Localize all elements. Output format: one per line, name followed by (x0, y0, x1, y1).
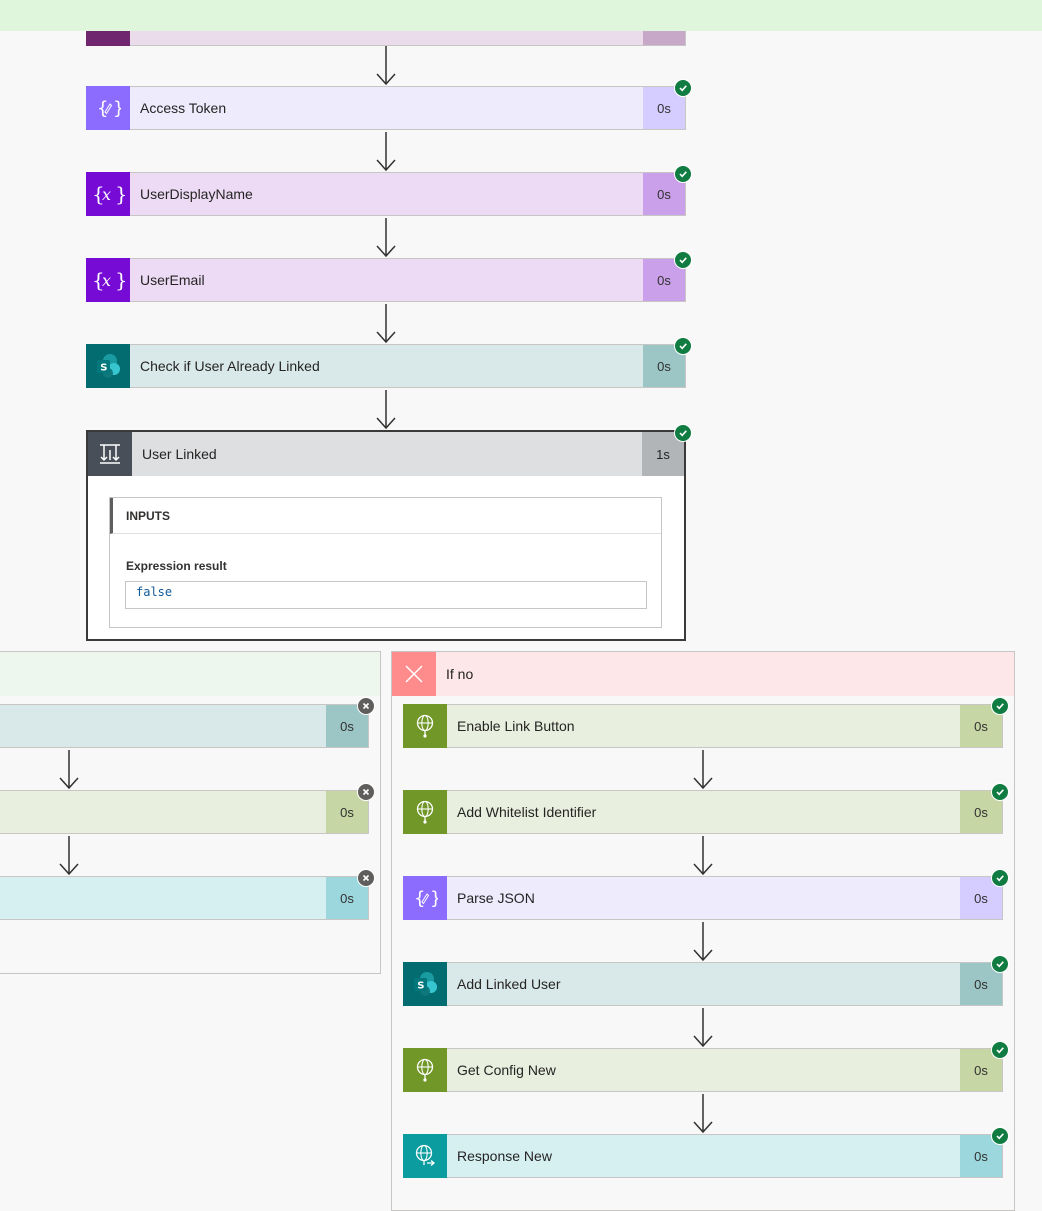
step-title: Get Config New (447, 1049, 960, 1091)
success-check-icon (991, 783, 1009, 801)
step-title: Add Whitelist Identifier (447, 791, 960, 833)
condition-user-linked[interactable]: User Linked 1s INPUTS Expression result … (86, 430, 686, 641)
step-enable-link-button[interactable]: Enable Link Button 0s (403, 704, 1003, 748)
step-access-token[interactable]: {} Access Token 0s (86, 86, 686, 130)
step-add-whitelist-identifier[interactable]: Add Whitelist Identifier 0s (403, 790, 1003, 834)
connector-arrow (374, 304, 398, 344)
svg-text:{: { (92, 182, 105, 206)
step-check-user-linked[interactable]: S Check if User Already Linked 0s (86, 344, 686, 388)
parse-json-icon: {} (403, 876, 447, 920)
http-globe-icon (403, 790, 447, 834)
step-title (0, 705, 326, 747)
svg-text:}: } (115, 268, 125, 292)
success-check-icon (674, 251, 692, 269)
parse-json-icon: {} (86, 86, 130, 130)
step-duration: 0s (960, 963, 1002, 1005)
svg-text:}: } (113, 98, 121, 119)
svg-text:{: { (97, 98, 108, 119)
step-add-linked-user[interactable]: S Add Linked User 0s (403, 962, 1003, 1006)
inputs-heading: INPUTS (110, 498, 661, 534)
connector-arrow (691, 922, 715, 962)
success-check-icon (991, 1041, 1009, 1059)
step-title: Parse JSON (447, 877, 960, 919)
expression-result-label: Expression result (126, 559, 227, 573)
svg-text:}: } (115, 182, 125, 206)
step-title: Check if User Already Linked (130, 345, 643, 387)
branch-if-yes-header[interactable] (0, 652, 380, 696)
svg-text:x: x (102, 185, 111, 204)
variable-icon: {x} (86, 172, 130, 216)
connector-arrow (691, 750, 715, 790)
step-duration: 0s (326, 705, 368, 747)
success-check-icon (991, 697, 1009, 715)
success-check-icon (991, 955, 1009, 973)
sharepoint-icon: S (86, 344, 130, 388)
expression-result-value: false (125, 581, 647, 609)
success-check-icon (674, 165, 692, 183)
step-title: UserDisplayName (130, 173, 643, 215)
step-user-display-name[interactable]: {x} UserDisplayName 0s (86, 172, 686, 216)
step-title (0, 877, 326, 919)
step-response-new[interactable]: Response New 0s (403, 1134, 1003, 1178)
variable-icon: {x} (86, 258, 130, 302)
connector-arrow (691, 836, 715, 876)
svg-text:{: { (92, 268, 105, 292)
condition-icon (88, 432, 132, 476)
step-yes-2[interactable]: 0s (0, 790, 369, 834)
connector-arrow (57, 750, 81, 790)
svg-text:{: { (414, 888, 425, 909)
step-title: Access Token (130, 87, 643, 129)
step-parse-json[interactable]: {} Parse JSON 0s (403, 876, 1003, 920)
skipped-x-icon (357, 697, 375, 715)
branch-title: If no (446, 666, 474, 682)
svg-text:S: S (417, 981, 424, 992)
condition-title: User Linked (142, 446, 217, 462)
svg-text:}: } (430, 888, 438, 909)
sharepoint-icon: S (403, 962, 447, 1006)
success-check-icon (674, 337, 692, 355)
skipped-x-icon (357, 783, 375, 801)
http-globe-icon (403, 704, 447, 748)
svg-text:S: S (100, 363, 107, 374)
step-yes-1[interactable]: 0s (0, 704, 369, 748)
connector-arrow (691, 1094, 715, 1134)
step-title (0, 791, 326, 833)
connector-arrow (374, 390, 398, 430)
success-check-icon (674, 424, 692, 442)
step-duration: 0s (960, 1049, 1002, 1091)
branch-if-no-header[interactable]: If no (392, 652, 1014, 696)
success-check-icon (674, 79, 692, 97)
run-status-banner-overlay (0, 0, 1042, 31)
step-title: UserEmail (130, 259, 643, 301)
skipped-x-icon (357, 869, 375, 887)
step-get-config-new[interactable]: Get Config New 0s (403, 1048, 1003, 1092)
http-globe-icon (403, 1048, 447, 1092)
connector-arrow (691, 1008, 715, 1048)
step-user-email[interactable]: {x} UserEmail 0s (86, 258, 686, 302)
close-icon (392, 652, 436, 696)
condition-header[interactable]: User Linked 1s (88, 432, 684, 476)
step-title: Enable Link Button (447, 705, 960, 747)
connector-arrow (57, 836, 81, 876)
success-check-icon (991, 869, 1009, 887)
step-title: Add Linked User (447, 963, 960, 1005)
connector-arrow (374, 218, 398, 258)
inputs-panel: INPUTS Expression result false (109, 497, 662, 628)
step-yes-3[interactable]: 0s (0, 876, 369, 920)
step-title: Response New (447, 1135, 960, 1177)
success-check-icon (991, 1127, 1009, 1145)
connector-arrow (374, 46, 398, 86)
response-globe-icon (403, 1134, 447, 1178)
svg-text:x: x (102, 271, 111, 290)
connector-arrow (374, 132, 398, 172)
